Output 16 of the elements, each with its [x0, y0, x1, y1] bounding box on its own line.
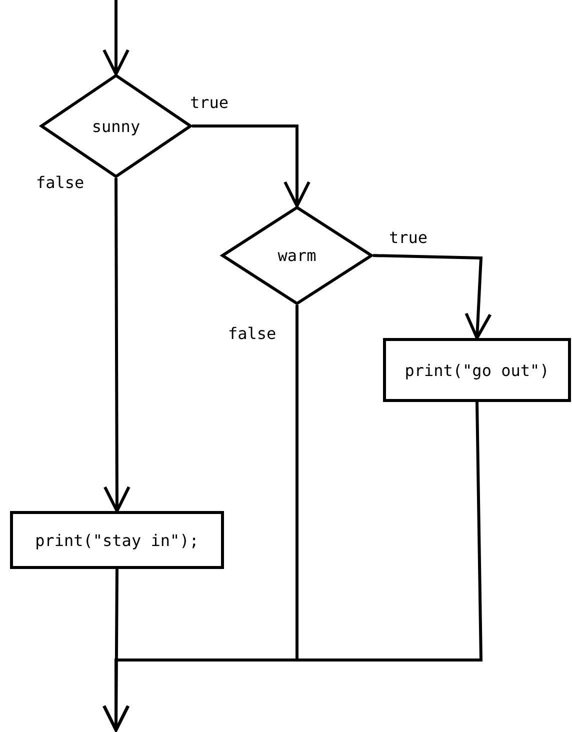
edge-label: false [36, 173, 84, 192]
decision-diamond [221, 206, 373, 305]
arrow [102, 569, 130, 732]
edge-label: false [228, 324, 276, 343]
process-box [10, 511, 224, 569]
process-box [383, 338, 571, 402]
arrow [102, 0, 130, 76]
arrow [192, 124, 310, 208]
statement-text: print("go out") [404, 360, 550, 380]
condition-text: warm [278, 246, 316, 265]
arrow [372, 254, 492, 340]
edge-label: true [190, 93, 229, 112]
statement-text: print("stay in"); [35, 530, 199, 550]
condition-text: sunny [92, 116, 140, 136]
arrow [103, 178, 130, 512]
edge-label: true [389, 228, 428, 247]
